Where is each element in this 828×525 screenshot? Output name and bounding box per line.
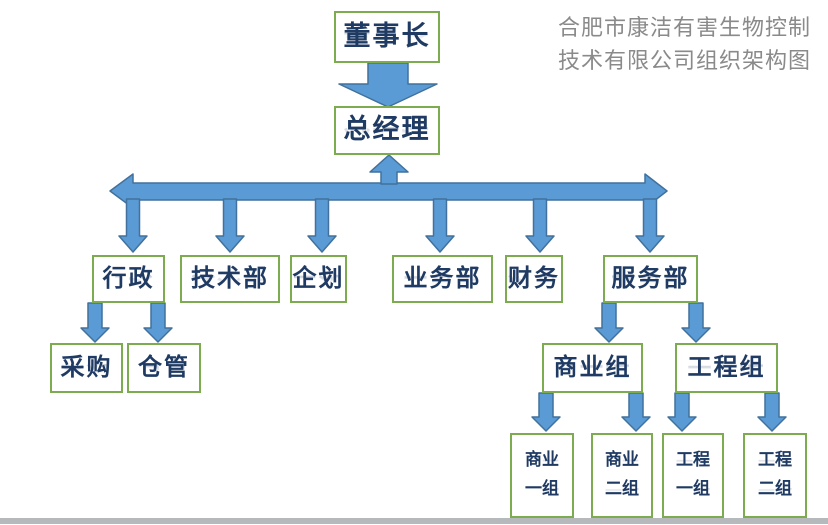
arrow-bar-to-tech: [215, 198, 245, 253]
arrow-commercial-to-team1: [531, 392, 561, 432]
node-team-commercial-1: 商业 一组: [510, 433, 574, 518]
node-commercial-group: 商业组: [542, 343, 643, 393]
node-dept-tech-label: 技术部: [191, 264, 269, 293]
node-team-engineering-2-line2: 二组: [758, 479, 792, 500]
node-dept-service-label: 服务部: [611, 264, 690, 293]
node-team-engineering-1-line2: 一组: [676, 479, 710, 500]
arrow-admin-to-procurement: [80, 302, 110, 343]
arrow-bar-to-admin: [118, 198, 148, 253]
node-engineering-group: 工程组: [675, 343, 778, 393]
node-warehouse: 仓管: [127, 343, 201, 393]
bottom-scrollbar[interactable]: [0, 518, 828, 524]
node-dept-tech: 技术部: [180, 255, 280, 303]
node-team-engineering-2: 工程 二组: [743, 433, 807, 518]
arrow-bar-to-gm: [369, 154, 409, 185]
node-dept-service: 服务部: [603, 255, 698, 303]
chart-title-line2: 技术有限公司组织架构图: [558, 49, 812, 74]
node-team-commercial-2-line1: 商业: [605, 450, 639, 471]
node-procurement: 采购: [50, 343, 123, 393]
node-engineering-group-label: 工程组: [687, 353, 766, 382]
node-team-engineering-1-line1: 工程: [676, 450, 710, 471]
arrow-engineering-to-team1: [667, 392, 697, 432]
node-team-commercial-1-line1: 商业: [525, 450, 559, 471]
node-general-manager: 总经理: [334, 106, 440, 155]
node-team-commercial-2: 商业 二组: [591, 433, 653, 518]
arrow-bar-to-planning: [307, 198, 337, 253]
node-commercial-group-label: 商业组: [553, 353, 632, 382]
node-dept-planning: 企划: [290, 255, 347, 303]
arrow-bar-to-business: [425, 198, 455, 253]
node-chairman-label: 董事长: [343, 20, 431, 52]
node-dept-planning-label: 企划: [292, 264, 345, 293]
node-procurement-label: 采购: [60, 353, 113, 382]
arrow-chairman-to-gm: [338, 62, 438, 108]
node-dept-finance-label: 财务: [508, 264, 560, 293]
arrow-admin-to-warehouse: [143, 302, 173, 343]
node-chairman: 董事长: [334, 11, 440, 63]
node-dept-admin: 行政: [92, 255, 165, 303]
node-team-commercial-2-line2: 二组: [605, 479, 639, 500]
node-team-commercial-1-line2: 一组: [525, 479, 559, 500]
node-warehouse-label: 仓管: [138, 353, 190, 382]
node-dept-finance: 财务: [505, 255, 563, 303]
node-dept-business: 业务部: [392, 255, 493, 303]
arrow-commercial-to-team2: [621, 392, 651, 432]
arrow-service-to-commercial: [594, 302, 624, 343]
node-team-engineering-2-line1: 工程: [758, 450, 792, 471]
node-dept-business-label: 业务部: [403, 264, 482, 293]
node-team-engineering-1: 工程 一组: [662, 433, 724, 518]
arrow-bar-to-service: [635, 198, 665, 253]
chart-title: 合肥市康洁有害生物控制 技术有限公司组织架构图: [558, 12, 811, 78]
chart-title-line1: 合肥市康洁有害生物控制: [558, 16, 812, 41]
arrow-engineering-to-team2: [757, 392, 787, 432]
node-general-manager-label: 总经理: [343, 114, 431, 146]
arrow-bar-to-finance: [525, 198, 555, 253]
arrow-service-to-engineering: [681, 302, 711, 343]
node-dept-admin-label: 行政: [102, 264, 155, 293]
